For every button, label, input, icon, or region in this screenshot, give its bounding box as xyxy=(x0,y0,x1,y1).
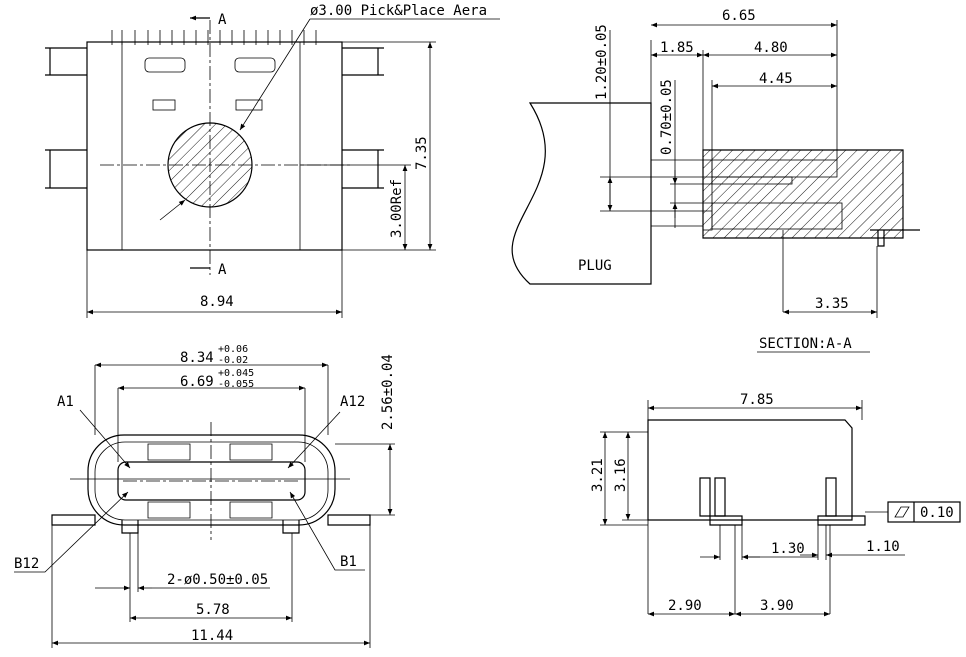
dim-outer-label: 8.34 xyxy=(180,350,214,366)
flatness-callout: 0.10 xyxy=(865,501,961,523)
pick-place-note: ø3.00 Pick&Place Aera xyxy=(310,3,487,19)
section-marker-top: A xyxy=(218,12,227,28)
dim-inner-label: 4.45 xyxy=(759,71,793,87)
dim-v2-label: 0.70±0.05 xyxy=(659,79,675,155)
dim-ref-label: 3.00Ref xyxy=(389,179,405,238)
dim-total-label: 6.65 xyxy=(722,8,756,24)
top-view: A A ø3.00 Pick&Place Aera 8.94 7.35 3.00… xyxy=(45,3,500,318)
dim-c-label: 2.90 xyxy=(668,598,702,614)
section-view: PLUG 6.65 1.85 4.80 4.45 1.20±0.05 0.70±… xyxy=(511,8,920,353)
dim-height-label: 2.56±0.04 xyxy=(380,354,396,430)
pin-b12-label: B12 xyxy=(14,556,39,572)
flatness-icon xyxy=(894,506,910,518)
dim-height-label: 7.35 xyxy=(414,136,430,170)
dim-back-label: 4.80 xyxy=(754,40,788,56)
tol-plus: +0.06 xyxy=(218,344,248,355)
flatness-value: 0.10 xyxy=(920,505,954,521)
dim-b-label: 1.10 xyxy=(866,539,900,555)
dim-h1-label: 3.21 xyxy=(590,458,606,492)
front-view: 8.34 +0.06 -0.02 6.69 +0.045 -0.055 2.56… xyxy=(14,344,396,648)
dim-a-label: 1.30 xyxy=(771,541,805,557)
section-marker-bottom: A xyxy=(218,262,227,278)
dim-inner-label: 6.69 xyxy=(180,374,214,390)
tol-minus: -0.055 xyxy=(218,379,254,390)
pin-b1-label: B1 xyxy=(340,554,357,570)
side-view: 7.85 3.21 3.16 0.10 1.30 1.10 2.90 3.90 xyxy=(590,392,961,617)
dim-v1-label: 1.20±0.05 xyxy=(594,24,610,100)
tol-minus: -0.02 xyxy=(218,355,248,366)
pin-a12-label: A12 xyxy=(340,394,365,410)
dim-holes-label: 2-ø0.50±0.05 xyxy=(167,572,268,588)
dim-pitch-label: 5.78 xyxy=(196,602,230,618)
pin-a1-label: A1 xyxy=(57,394,74,410)
dim-width-label: 8.94 xyxy=(200,294,234,310)
dim-d-label: 3.90 xyxy=(760,598,794,614)
dim-h2-label: 3.16 xyxy=(613,458,629,492)
section-title: SECTION:A-A xyxy=(759,336,852,352)
dim-pin-label: 3.35 xyxy=(815,296,849,312)
dim-overall-label: 11.44 xyxy=(191,628,233,644)
dim-front-label: 1.85 xyxy=(660,40,694,56)
plug-label: PLUG xyxy=(578,258,612,274)
tol-plus: +0.045 xyxy=(218,368,254,379)
dim-length-label: 7.85 xyxy=(740,392,774,408)
